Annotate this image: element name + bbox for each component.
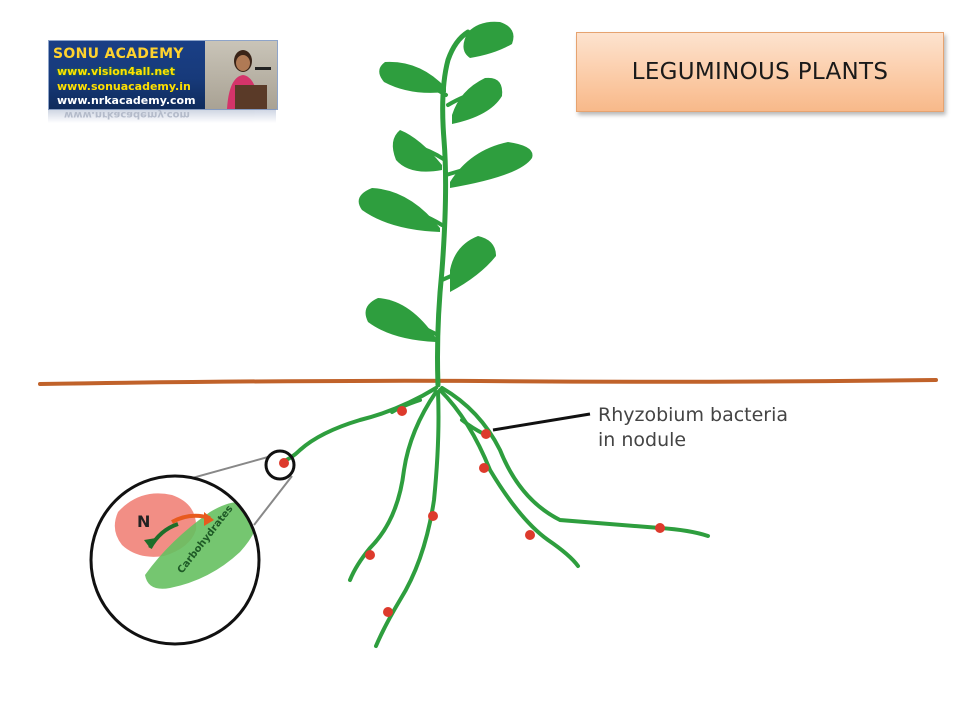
plant-stem — [435, 29, 471, 388]
leaf — [358, 188, 440, 232]
leaf — [450, 236, 496, 292]
logo-url-2: www.sonuacademy.in — [57, 80, 191, 93]
nodule — [479, 463, 489, 473]
nodule-inset: N Carbohydrates — [89, 474, 261, 646]
root-nodules — [279, 406, 665, 617]
carbohydrate-blob — [145, 501, 259, 589]
nodule — [383, 607, 393, 617]
leaf — [450, 142, 533, 188]
root — [438, 388, 580, 568]
nodule — [279, 458, 289, 468]
academy-logo: SONU ACADEMY www.vision4all.net www.sonu… — [48, 40, 278, 110]
root — [374, 390, 441, 648]
slide-title: LEGUMINOUS PLANTS — [631, 59, 889, 85]
leaf — [365, 298, 436, 342]
logo-text-panel: SONU ACADEMY www.vision4all.net www.sonu… — [49, 41, 204, 109]
leaf — [452, 77, 503, 124]
logo-reflection: www.nrkacademy.com — [48, 109, 276, 123]
callout-label-line1: Rhyzobium bacteria — [598, 404, 788, 426]
root — [440, 386, 710, 538]
nodule — [365, 550, 375, 560]
root — [348, 390, 438, 582]
logo-url-1: www.vision4all.net — [57, 65, 175, 78]
logo-academy-name: SONU ACADEMY — [53, 46, 184, 62]
plant-roots — [280, 386, 710, 648]
callout-pointer-line — [492, 412, 591, 432]
logo-url-3: www.nrkacademy.com — [57, 94, 196, 107]
nodule — [397, 406, 407, 416]
nodule — [655, 523, 665, 533]
nitrogen-label: N — [137, 512, 150, 531]
nodule — [481, 429, 491, 439]
logo-photo — [205, 41, 277, 109]
leaf — [379, 61, 446, 93]
nodule — [428, 511, 438, 521]
title-box: LEGUMINOUS PLANTS — [576, 32, 944, 112]
plant-leaves — [358, 21, 533, 342]
leaf — [392, 130, 442, 172]
zoom-target-circle — [264, 449, 296, 481]
leaf — [463, 21, 514, 58]
callout-label-line2: in nodule — [598, 429, 686, 451]
soil-line — [38, 378, 938, 386]
root — [390, 398, 422, 414]
root — [280, 386, 438, 464]
nodule — [525, 530, 535, 540]
